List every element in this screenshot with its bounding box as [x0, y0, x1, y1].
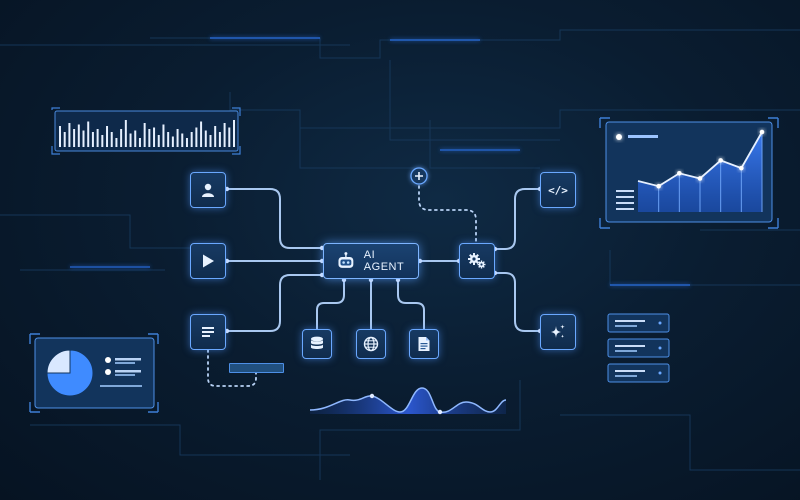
- background-glow-streaks: [70, 37, 690, 286]
- sparkle-icon: [551, 324, 565, 339]
- ai-agent-node[interactable]: AI AGENT: [323, 243, 419, 279]
- connector-lines: [226, 188, 541, 332]
- pie-chart-panel: [29, 333, 159, 413]
- bars-panel: [51, 107, 241, 155]
- area-chart: [637, 129, 765, 212]
- user-icon: [202, 183, 214, 197]
- audio-bars: [59, 120, 235, 147]
- area-fill: [638, 132, 762, 212]
- robot-icon: [338, 252, 354, 268]
- chart-point: [718, 158, 723, 163]
- document-list-icon: [202, 327, 214, 337]
- gears-icon: [468, 253, 486, 269]
- code-icon: </>: [548, 183, 568, 197]
- settings-node[interactable]: [459, 243, 495, 279]
- connector-gear-code: [494, 188, 541, 250]
- database-node[interactable]: [302, 329, 332, 359]
- ai-agent-label: AI AGENT: [363, 249, 405, 273]
- server-panel: [607, 313, 670, 333]
- waveform: [309, 387, 507, 415]
- chart-point: [677, 170, 682, 176]
- globe-icon: [363, 336, 379, 352]
- play-node[interactable]: [190, 243, 226, 279]
- connector-doc-agent: [226, 274, 323, 332]
- line-chart-panel: [599, 117, 779, 229]
- server-panel: [607, 338, 670, 358]
- plus-node[interactable]: [410, 167, 428, 185]
- pie-slice: [46, 349, 94, 397]
- dotted-connectors: [207, 185, 477, 387]
- pie-chart: [46, 349, 94, 397]
- code-node[interactable]: </>: [540, 172, 576, 208]
- background-circuit-lines: [0, 29, 800, 480]
- server-panel: [607, 363, 670, 383]
- connector-agent-database: [316, 279, 345, 329]
- user-node[interactable]: [190, 172, 226, 208]
- legend-dot: [105, 369, 111, 375]
- panel-text-lines: [616, 190, 634, 210]
- sparkle-node[interactable]: [540, 314, 576, 350]
- chart-point: [697, 176, 703, 181]
- file-icon: [418, 337, 430, 351]
- globe-node[interactable]: [356, 329, 386, 359]
- database-icon: [311, 336, 323, 349]
- document-node[interactable]: [190, 314, 226, 350]
- pie-legend: [100, 357, 142, 387]
- legend-dot: [105, 357, 111, 363]
- connector-agent-file: [397, 279, 425, 329]
- play-icon: [203, 254, 214, 268]
- server-stack: [607, 313, 670, 383]
- plus-icon: [415, 172, 423, 180]
- connector-user-agent: [226, 188, 323, 249]
- file-node[interactable]: [409, 329, 439, 359]
- connector-gear-sparkle: [494, 272, 541, 332]
- chart-point: [759, 129, 765, 135]
- pie-slice: [46, 349, 71, 374]
- chart-point: [739, 165, 744, 171]
- status-bar: [229, 363, 284, 373]
- chart-point: [656, 183, 661, 189]
